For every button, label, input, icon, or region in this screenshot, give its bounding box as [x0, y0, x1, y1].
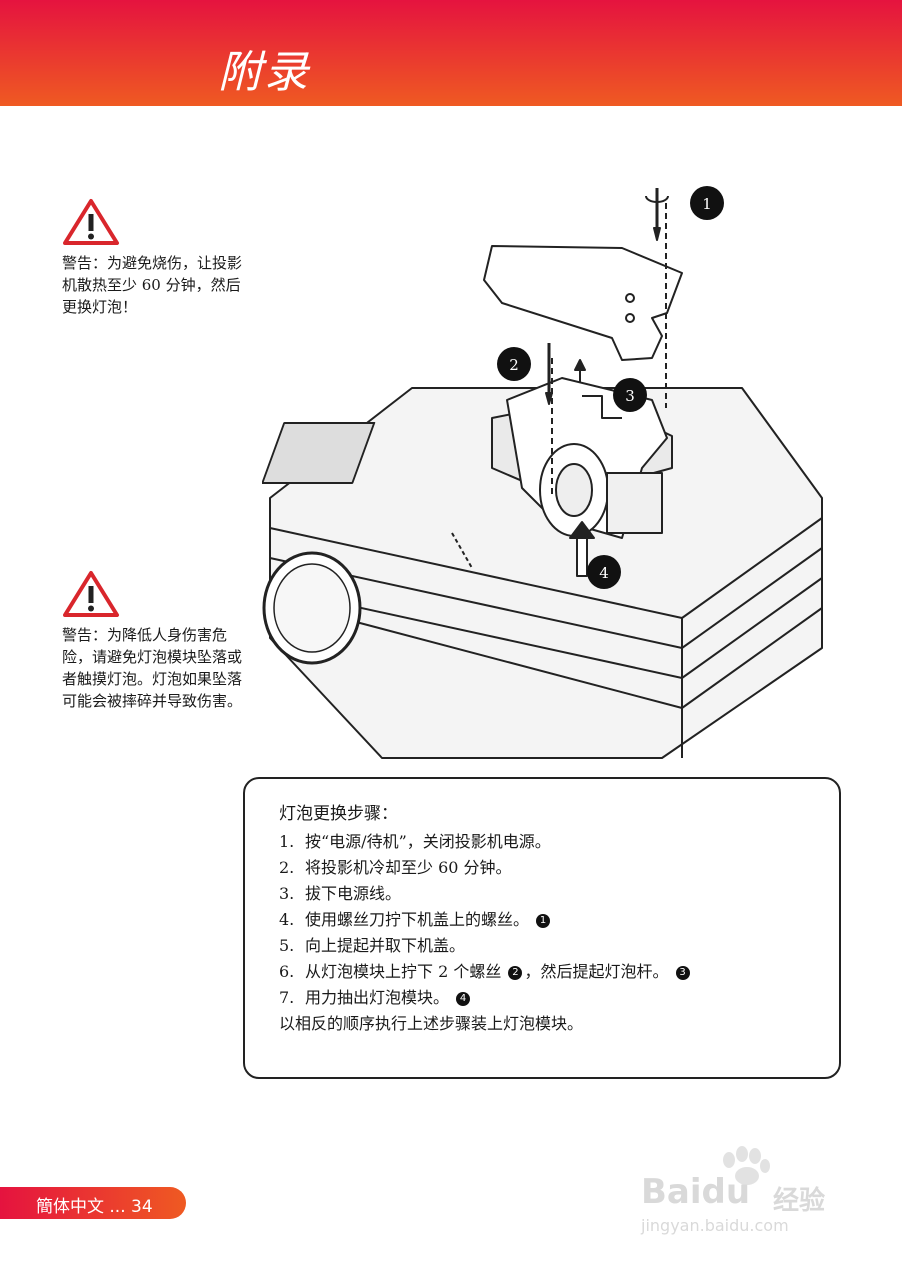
projector-lamp-diagram: 1 2 3 4	[262, 186, 823, 759]
step-list: 1.按“电源/待机”，关闭投影机电源。 2.将投影机冷却至少 60 分钟。 3.…	[279, 829, 809, 1011]
warning-icon	[63, 571, 119, 617]
focus-ring	[262, 551, 362, 665]
paw-icon	[723, 1146, 770, 1185]
list-item: 4.使用螺丝刀拧下机盖上的螺丝。 1	[279, 907, 809, 933]
callout-2-label: 2	[509, 356, 519, 374]
callout-4-label: 4	[599, 564, 609, 582]
list-item: 6.从灯泡模块上拧下 2 个螺丝 2，然后提起灯泡杆。 3	[279, 959, 809, 985]
page-title: 附录	[218, 47, 310, 98]
watermark-brand: Baidu	[641, 1172, 751, 1212]
warning-text: 警告：为避免烧伤，让投影机散热至少 60 分钟，然后更换灯泡！	[62, 254, 243, 316]
top-cover	[483, 245, 683, 361]
warning-icon	[63, 199, 119, 245]
page-number-label: 簡体中文 ... 34	[36, 1197, 153, 1217]
step-badge-icon: 4	[456, 991, 471, 1006]
figure-callouts: 1 2 3 4	[497, 186, 724, 589]
list-item: 5.向上提起并取下机盖。	[279, 936, 466, 955]
watermark-brand-cn: 经验	[773, 1186, 826, 1216]
watermark-url: jingyan.baidu.com	[641, 1216, 789, 1235]
callout-1-icon	[690, 186, 724, 220]
watermark: Baidu 经验 jingyan.baidu.com	[635, 1146, 855, 1246]
projector-body	[269, 387, 823, 759]
list-item: 3.拔下电源线。	[279, 884, 402, 903]
vent-grille	[262, 422, 376, 484]
steps-box: 灯泡更换步骤： 1.按“电源/待机”，关闭投影机电源。 2.将投影机冷却至少 6…	[243, 777, 841, 1079]
step-badge-icon: 3	[675, 965, 690, 980]
page-footer-tab: 簡体中文 ... 34	[0, 1187, 186, 1219]
steps-closing-note: 以相反的顺序执行上述步骤装上灯泡模块。	[279, 1014, 584, 1033]
steps-title: 灯泡更换步骤：	[279, 804, 398, 824]
step-badge-icon: 2	[508, 965, 523, 980]
list-item: 7.用力抽出灯泡模块。 4	[279, 985, 809, 1011]
callout-2-icon	[497, 347, 531, 381]
callout-3-icon	[613, 378, 647, 412]
warning-text: 警告：为降低人身伤害危险，请避免灯泡模块坠落或者触摸灯泡。灯泡如果坠落可能会被摔…	[62, 626, 243, 710]
callout-3-label: 3	[625, 387, 635, 405]
warning-block-burn: 警告：为避免烧伤，让投影机散热至少 60 分钟，然后更换灯泡！	[62, 198, 242, 318]
callout-1-label: 1	[702, 195, 712, 213]
page-header: 附录	[0, 0, 902, 106]
step-badge-icon: 1	[536, 913, 551, 928]
list-item: 2.将投影机冷却至少 60 分钟。	[279, 858, 512, 877]
list-item: 1.按“电源/待机”，关闭投影机电源。	[279, 832, 551, 851]
callout-4-icon	[587, 555, 621, 589]
warning-block-injury: 警告：为降低人身伤害危险，请避免灯泡模块坠落或者触摸灯泡。灯泡如果坠落可能会被摔…	[62, 570, 242, 712]
